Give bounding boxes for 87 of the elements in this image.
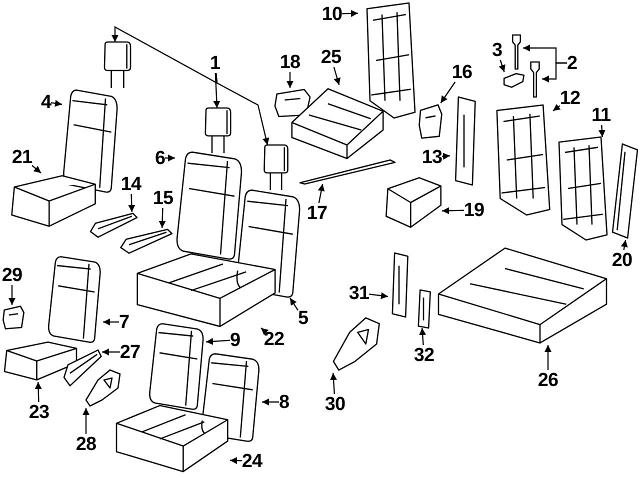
cover-drawing xyxy=(2,305,25,330)
callout-number: 8 xyxy=(278,392,290,412)
cover-drawing xyxy=(273,88,312,118)
leader-line xyxy=(342,10,358,17)
callout-number: 24 xyxy=(242,451,262,471)
guide-pin-drawing xyxy=(528,62,542,97)
callout-number: 21 xyxy=(12,147,32,167)
callout-number: 26 xyxy=(538,370,558,390)
headrest-drawing xyxy=(203,108,233,153)
headrest-drawing xyxy=(102,42,133,88)
trim-cover-drawing xyxy=(88,212,138,240)
seatback-drawing xyxy=(47,255,103,343)
bracket-drawing xyxy=(415,290,432,328)
leader-line xyxy=(34,382,42,402)
callout-number: 25 xyxy=(320,47,342,67)
seatback-drawing xyxy=(62,88,120,193)
leader-line xyxy=(82,408,90,434)
seatback-drawing xyxy=(148,322,206,410)
leader-line xyxy=(286,72,294,88)
guide-pin-drawing xyxy=(510,35,523,69)
leader-line xyxy=(440,82,456,104)
leader-line xyxy=(369,292,388,300)
callout-number: 18 xyxy=(280,52,300,72)
callout-number: 11 xyxy=(591,105,611,125)
leader-line xyxy=(552,104,561,112)
leader-line xyxy=(498,60,506,72)
leader-line xyxy=(165,154,175,162)
callout-number: 10 xyxy=(322,4,342,24)
callout-number: 32 xyxy=(414,345,434,365)
callout-number: 12 xyxy=(560,88,580,108)
leader-line xyxy=(112,26,218,84)
leader-line xyxy=(8,285,16,305)
callout-number: 9 xyxy=(230,330,240,350)
leader-line xyxy=(215,72,270,146)
callout-number: 28 xyxy=(76,434,96,454)
leader-line xyxy=(542,62,567,82)
leader-line xyxy=(262,398,279,406)
callout-number: 1 xyxy=(210,53,220,73)
leader-line xyxy=(333,66,341,86)
leader-line xyxy=(32,165,42,174)
callout-number: 15 xyxy=(152,188,174,208)
callout-number: 22 xyxy=(264,329,284,349)
callout-number: 30 xyxy=(324,394,346,414)
leader-line xyxy=(544,345,552,370)
callout-number: 27 xyxy=(120,342,140,362)
callout-number: 2 xyxy=(566,53,578,73)
leader-line xyxy=(260,328,269,336)
callout-number: 7 xyxy=(118,312,130,332)
leader-line xyxy=(213,72,220,108)
leader-line xyxy=(102,348,120,356)
callout-number: 14 xyxy=(120,174,142,194)
leader-line xyxy=(330,372,338,394)
seat-cushion-drawing xyxy=(3,340,78,382)
leader-line xyxy=(158,208,166,228)
leader-line xyxy=(442,207,464,214)
callout-number: 19 xyxy=(464,200,484,220)
callout-number: 23 xyxy=(28,402,50,422)
leader-line xyxy=(620,240,628,250)
seatback-drawing xyxy=(175,150,245,260)
callout-number: 29 xyxy=(2,265,22,285)
trim-strip-drawing xyxy=(612,142,638,240)
leader-line xyxy=(50,100,62,107)
cover-drawing xyxy=(418,103,443,140)
callout-number: 17 xyxy=(306,203,328,223)
leader-line xyxy=(206,338,230,345)
leader-line xyxy=(598,124,606,138)
callout-number: 31 xyxy=(348,283,370,303)
bench-cushion-drawing xyxy=(113,402,230,473)
leader-line xyxy=(442,152,450,160)
seat-cushion-drawing xyxy=(10,173,97,229)
leader-line xyxy=(103,318,119,326)
callout-number: 4 xyxy=(40,92,52,112)
callout-number: 3 xyxy=(492,40,502,60)
seat-cushion-drawing xyxy=(385,175,442,230)
leader-line xyxy=(419,328,426,346)
leader-line xyxy=(290,298,298,311)
leader-line xyxy=(318,184,325,204)
leader-line xyxy=(230,457,242,464)
callout-number: 5 xyxy=(298,308,308,328)
clip-drawing xyxy=(503,72,525,88)
callout-number: 13 xyxy=(422,147,442,167)
callout-number: 16 xyxy=(452,62,472,82)
callout-number: 20 xyxy=(612,250,632,270)
callout-number: 6 xyxy=(154,148,166,168)
leader-line xyxy=(128,194,136,212)
headrest-drawing xyxy=(262,145,290,190)
trim-cover-drawing xyxy=(118,228,173,256)
